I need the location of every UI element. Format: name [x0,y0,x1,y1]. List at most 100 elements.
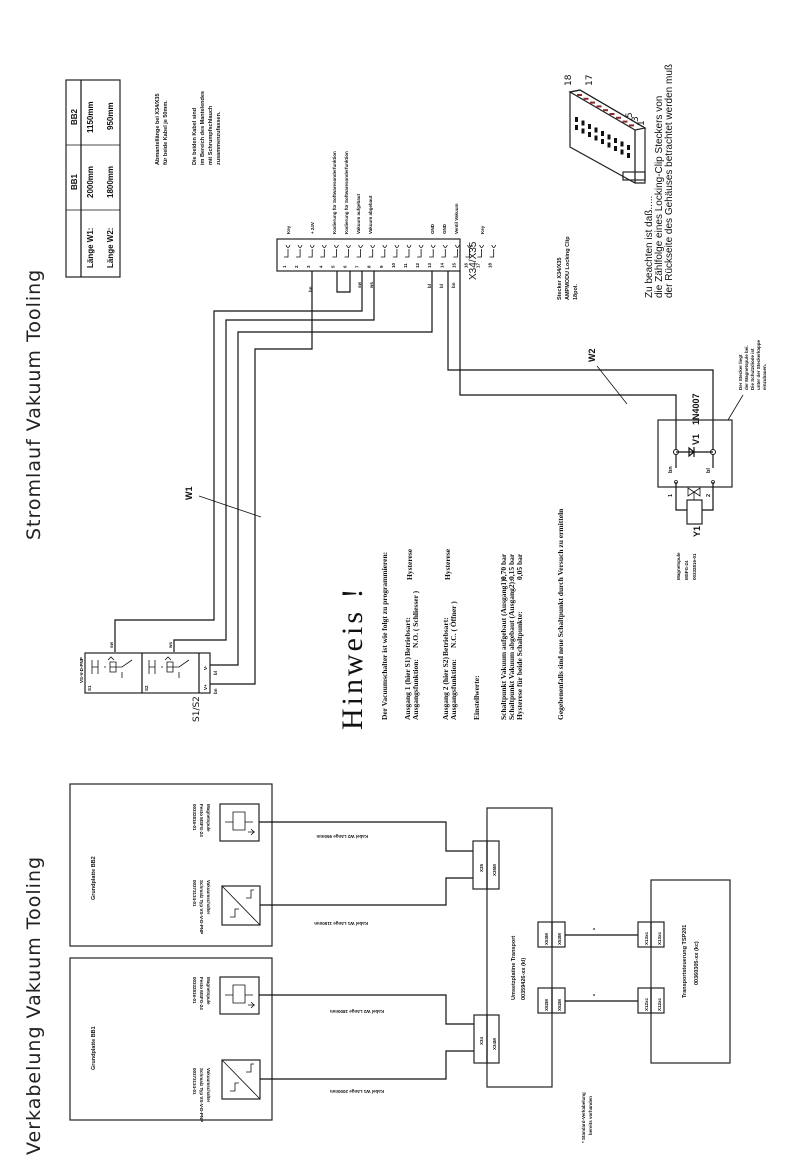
svg-text:bereits vorhanden: bereits vorhanden [588,1096,593,1135]
note-abmantel: Abmantellänge bei X34/X35 für beide Kabe… [155,91,222,165]
svg-text:AMPMODU Locking Clip: AMPMODU Locking Clip [565,236,571,300]
svg-text:8: 8 [367,265,372,268]
svg-text:X12xc: X12xc [644,997,649,1011]
svg-text:Hysterese: Hysterese [405,548,414,580]
svg-text:Kabel W2 Länge 1800mm: Kabel W2 Länge 1800mm [330,1009,384,1014]
svg-text:14: 14 [439,262,444,268]
clip-pin-slot [588,132,591,137]
clip-pin-top [616,116,621,119]
svg-text:4: 4 [318,265,323,268]
coil-symbol-bb2 [219,803,260,842]
svg-text:der Rückseite des Gehäuses bet: der Rückseite des Gehäuses betrachtet we… [664,64,675,298]
svg-text:X53M: X53M [557,933,562,945]
connector-pin-12: 12 [415,244,424,268]
svg-text:6: 6 [343,265,348,268]
svg-text:10: 10 [391,262,396,268]
svg-text:Kabel W1 Länge 1150mm: Kabel W1 Länge 1150mm [314,921,368,926]
svg-text:0,05 bar: 0,05 bar [515,553,524,580]
svg-text:bl: bl [439,284,444,288]
svg-text:S2: S2 [144,685,149,691]
svg-text:Schmalz Typ VS-V-D-PNP: Schmalz Typ VS-V-D-PNP [199,880,204,934]
table-value-w2-bb1: 1800mm [106,166,115,198]
svg-text:Kabel W1 Länge 2000mm: Kabel W1 Länge 2000mm [330,1089,384,1094]
svg-text:Einstellwerte:: Einstellwerte: [472,675,481,720]
grundplatte-bb2: Grundplatte BB2 Magnetspule Festo MSFG-2… [69,783,273,947]
svg-text:Grundplatte BB2: Grundplatte BB2 [91,856,97,900]
clip-pin-slot [620,149,624,155]
connector-pin-10: 10 [391,244,400,268]
label-w2: W2 [587,349,597,363]
svg-text:Hysterese für beide Schaltpunk: Hysterese für beide Schaltpunkte: [515,611,524,720]
clip-pin-slot [620,141,624,147]
svg-text:18: 18 [564,74,574,86]
svg-text:12: 12 [415,262,420,268]
svg-text:Magnetspule: Magnetspule [206,977,211,1005]
svg-text:3: 3 [306,265,311,268]
svg-text:im Bereich des Mantelendes: im Bereich des Mantelendes [200,91,206,165]
svg-text:ws: ws [168,641,173,649]
clip-pin-top [609,113,615,115]
clip-pin-top [577,94,582,96]
svg-text:unter der Steckerkappe: unter der Steckerkappe [756,339,761,390]
connector-pin-6: 6 [343,244,351,268]
cable-w2-wires [447,271,714,468]
svg-text:ws: ws [369,281,374,289]
table-value-w1-bb1: 2000mm [86,166,95,198]
title-stromlauf: Stromlauf Vakuum Tooling [23,269,45,540]
svg-text:Zu beachten ist daß.....: Zu beachten ist daß..... [644,196,655,298]
svg-text:Kodierung für Softwaresonderfu: Kodierung für Softwaresonderfunktion [344,151,349,234]
clip-pin-slot [581,120,585,126]
svg-text:für beide Kabel je 50mm.: für beide Kabel je 50mm. [163,100,169,165]
connector-pin-8: 8 [367,244,376,268]
svg-text:sw: sw [357,281,362,288]
svg-text:bl: bl [213,671,218,675]
w2-pointer [596,365,628,405]
svg-text:*: * [593,994,596,1000]
svg-text:0,15 bar: 0,15 bar [507,553,516,580]
svg-text:X52M: X52M [544,999,549,1011]
svg-text:2: 2 [294,265,299,268]
svg-text:sw: sw [109,641,114,648]
svg-text:11: 11 [403,263,408,268]
valve-icon [687,487,701,500]
svg-text:zusammenzufassen.: zusammenzufassen. [216,111,222,165]
connector-pin-17: 17 [476,244,484,268]
clip-pin-top [583,97,589,100]
svg-text:17: 17 [585,75,595,86]
svg-text:Festo MSFG-24: Festo MSFG-24 [199,977,204,1010]
connector-pin-5: 5 [330,244,339,268]
svg-text:Transportsteuerung TSP201: Transportsteuerung TSP201 [682,925,688,998]
clip-pin-slot [627,145,630,150]
title-verkabelung: Verkabelung Vakuum Tooling [23,856,45,1155]
svg-text:0,70 bar: 0,70 bar [499,553,508,580]
svg-text:+ 24V: + 24V [310,222,315,234]
coil-symbol-bb1 [219,976,260,1015]
svg-text:einzubauen.: einzubauen. [762,364,767,390]
svg-text:X52M: X52M [557,999,562,1011]
connector-pin-4: 4 [318,244,327,268]
svg-text:Vakuumschalter: Vakuumschalter [206,880,211,915]
svg-text:V1: V1 [691,434,701,445]
svg-text:18: 18 [488,262,493,268]
table-value-w2-bb2: 950mm [106,102,115,130]
svg-text:1: 1 [637,120,647,126]
connector-pin-13: 13 [427,244,436,268]
clip-pin-slot [575,125,578,130]
hinweis-title: Hinweis ! [336,586,369,730]
umsetzplatine-transport: X35 X35M X34 X34M Umsetzplatine Transpor… [472,807,566,1088]
svg-text:X34M: X34M [492,1038,497,1050]
clip-pin-slot [607,134,611,140]
note-diode: Der Stecker liegt der Magnetspule bei. D… [738,339,767,390]
diode-icon [688,446,695,458]
svg-text:Umsetzplatine Transport: Umsetzplatine Transport [511,936,517,1000]
svg-text:Abmantellänge bei X34/X35: Abmantellänge bei X34/X35 [155,93,161,165]
svg-text:7: 7 [355,265,360,268]
svg-text:der Magnetspule bei.: der Magnetspule bei. [744,345,749,390]
svg-text:Magnetspule: Magnetspule [206,804,211,832]
svg-text:Der Vacuumschalter ist wie fol: Der Vacuumschalter ist wie folgt zu prog… [380,552,389,720]
svg-text:1: 1 [668,494,674,497]
connector-pin-11: 11 [403,244,412,268]
svg-text:1: 1 [282,265,287,268]
clip-pin-top [590,101,595,104]
svg-text:die Zählfolge eines Locking-Cl: die Zählfolge eines Locking-Clip Stecker… [654,96,665,298]
